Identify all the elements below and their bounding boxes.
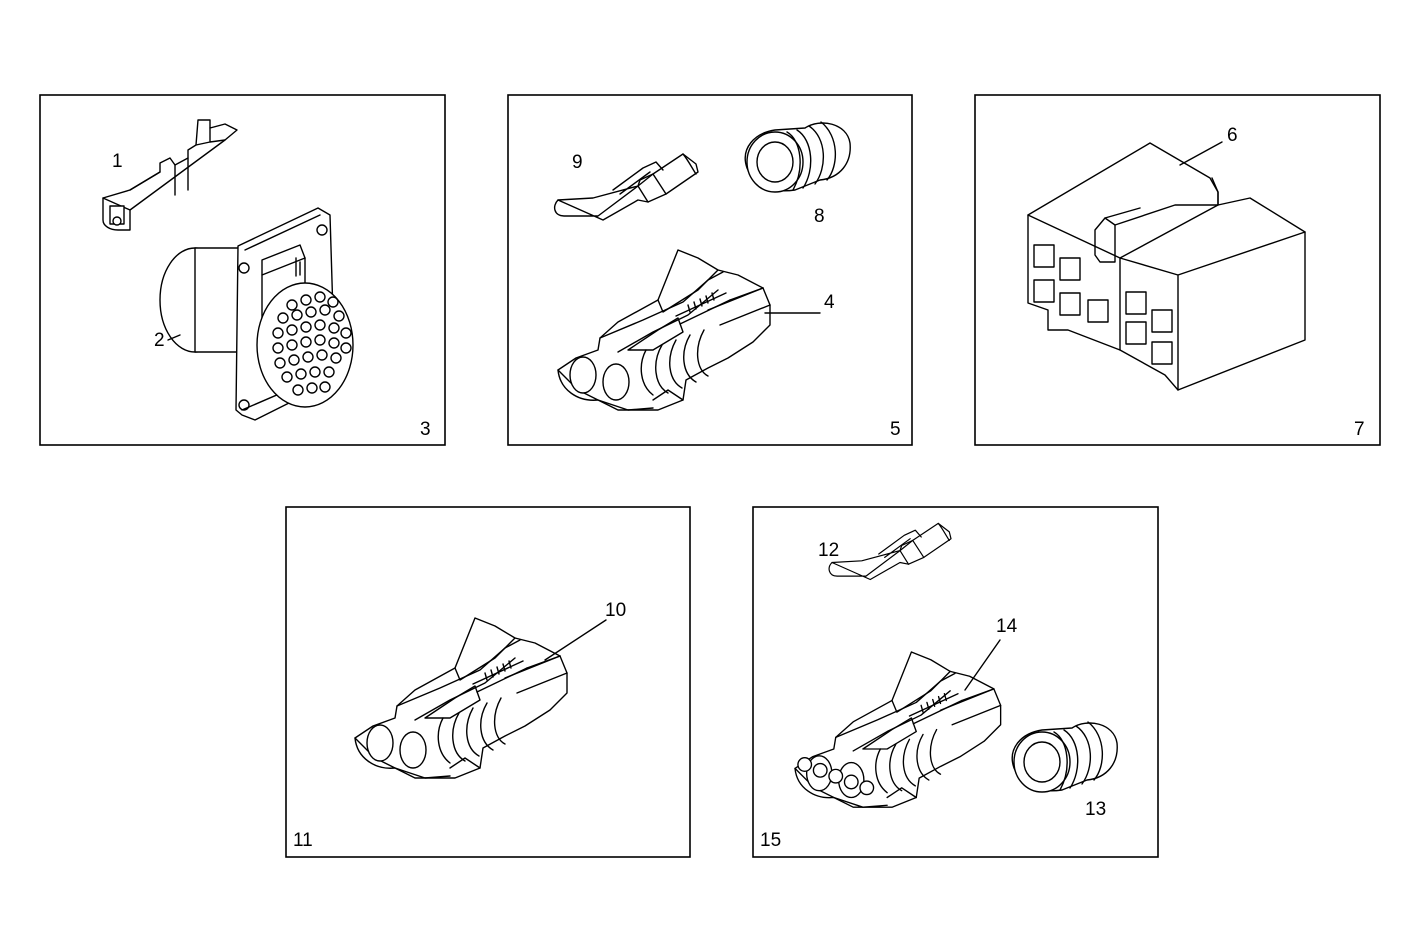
panel-3: 1 2 3: [39, 94, 446, 446]
callout-13: 13: [1085, 799, 1106, 820]
connector-part-10: [354, 617, 568, 779]
callout-4: 4: [824, 292, 835, 313]
panel-label-7: 7: [1354, 419, 1365, 440]
circular-connector-part-2: [159, 207, 354, 421]
panel-label-3: 3: [420, 419, 431, 440]
connector-part-4: [557, 249, 771, 411]
connector-part-14: [794, 651, 1002, 808]
seal-part-13: [1011, 721, 1118, 793]
seal-part-8: [744, 121, 851, 193]
panel-11: 10 11: [285, 506, 691, 858]
terminal-part-1: [102, 119, 238, 231]
callout-12: 12: [818, 540, 839, 561]
panel-label-11: 11: [293, 830, 313, 851]
callout-9: 9: [572, 152, 583, 173]
panel-5: 9 8 4 5: [507, 94, 913, 446]
callout-8: 8: [814, 206, 825, 227]
callout-14: 14: [996, 616, 1018, 637]
panel-label-15: 15: [760, 830, 781, 851]
panel-15: 12 14 13 15: [752, 506, 1159, 858]
panel-7: 6 7: [974, 94, 1381, 446]
terminal-part-12: [828, 522, 952, 581]
callout-2: 2: [154, 330, 165, 351]
callout-10: 10: [605, 600, 626, 621]
multi-pin-housing-part-6: [1027, 142, 1306, 391]
callout-6: 6: [1227, 125, 1238, 146]
panel-label-5: 5: [890, 419, 901, 440]
callout-1: 1: [112, 151, 123, 172]
